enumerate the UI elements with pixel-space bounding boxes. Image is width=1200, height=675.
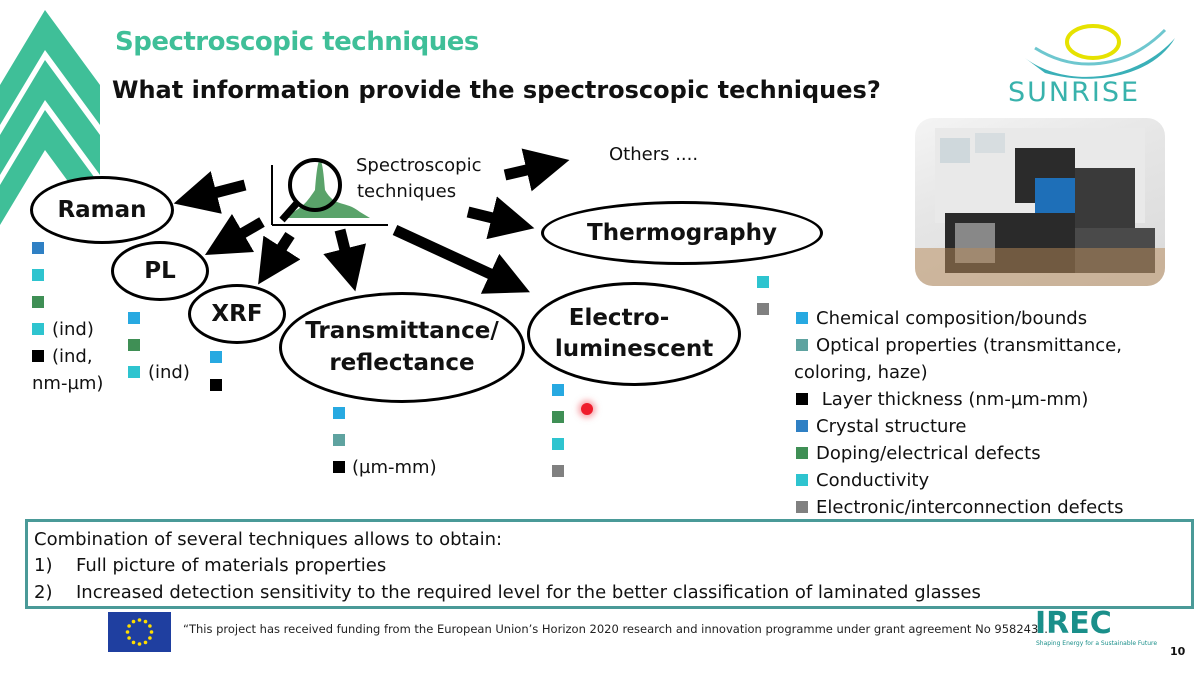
legend-item: Optical properties (transmittance, — [796, 335, 1122, 356]
sunrise-logo — [1025, 24, 1175, 79]
raman-crystal-square — [32, 242, 44, 254]
legend-item: Crystal structure — [796, 416, 967, 437]
thermo-electronic-square — [757, 303, 769, 315]
raman-thickness-square — [32, 350, 44, 362]
raman-conductivity-square — [32, 269, 44, 281]
trans-thickness-square — [333, 461, 345, 473]
transmittance-label-line2: reflectance — [329, 349, 475, 376]
funding-statement: “This project has received funding from … — [183, 622, 1048, 636]
irec-logo: IREC — [1035, 606, 1112, 641]
xrf-thickness-square — [210, 379, 222, 391]
legend-label: Crystal structure — [816, 416, 967, 437]
raman-ind-range-line1: (ind, — [52, 346, 93, 367]
legend-label: Optical properties (transmittance, — [816, 335, 1122, 356]
legend-item: Electronic/interconnection defects — [796, 497, 1123, 518]
raman-node: Raman — [30, 176, 174, 244]
raman-doping-square — [32, 296, 44, 308]
legend-item: Conductivity — [796, 470, 929, 491]
trans-chemical-square — [333, 407, 345, 419]
legend-item: Chemical composition/bounds — [796, 308, 1087, 329]
raman-conductivity-square-2 — [32, 323, 44, 335]
legend-swatch — [796, 447, 808, 459]
trans-optical-square — [333, 434, 345, 446]
xrf-label: XRF — [211, 301, 263, 327]
center-label-line1: Spectroscopic — [356, 155, 482, 176]
legend-item: Layer thickness (nm-µm-mm) — [796, 389, 1088, 410]
summary-item1: Full picture of materials properties — [76, 555, 387, 576]
legend-label: Conductivity — [816, 470, 930, 491]
pl-label: PL — [144, 258, 176, 284]
summary-item2: Increased detection sensitivity to the r… — [76, 582, 981, 603]
sunrise-logo-text: SUNRISE — [1008, 77, 1141, 108]
thermography-node: Thermography — [541, 201, 823, 265]
pl-conductivity-square — [128, 366, 140, 378]
raman-ind-range-line2: nm-µm) — [32, 373, 104, 394]
summary-item1-num: 1) — [34, 555, 53, 576]
laser-pointer — [581, 403, 593, 415]
electro-label-line1: Electro- — [568, 304, 670, 331]
summary-box: Combination of several techniques allows… — [25, 519, 1194, 609]
lab-equipment-photo — [915, 118, 1165, 286]
chevron-decoration — [0, 10, 100, 225]
summary-intro: Combination of several techniques allows… — [34, 529, 503, 550]
legend-label: Chemical composition/bounds — [816, 308, 1088, 329]
transmittance-label-line1: Transmittance/ — [305, 318, 499, 345]
el-doping-square — [552, 411, 564, 423]
legend-swatch — [796, 393, 808, 405]
center-label-line2: techniques — [357, 181, 457, 202]
xrf-chemical-square — [210, 351, 222, 363]
pl-node: PL — [111, 241, 209, 301]
summary-item2-num: 2) — [34, 582, 53, 603]
slide-subtitle: What information provide the spectroscop… — [112, 76, 881, 104]
trans-range-note: (µm-mm) — [352, 457, 437, 478]
thermo-conductivity-square — [757, 276, 769, 288]
legend-label: Doping/electrical defects — [816, 443, 1041, 464]
legend-swatch — [796, 312, 808, 324]
others-label: Others .... — [609, 144, 699, 165]
legend-swatch — [796, 339, 808, 351]
legend-label: Electronic/interconnection defects — [816, 497, 1124, 518]
pl-doping-square — [128, 339, 140, 351]
legend-label: Layer thickness (nm-µm-mm) — [816, 389, 1089, 410]
thermography-label: Thermography — [587, 220, 777, 246]
xrf-node: XRF — [188, 284, 286, 344]
el-conductivity-square — [552, 438, 564, 450]
slide-title: Spectroscopic techniques — [115, 27, 479, 57]
transmittance-node: Transmittance/ reflectance — [279, 292, 525, 403]
legend-swatch — [796, 501, 808, 513]
legend-item-continuation: coloring, haze) — [794, 362, 928, 383]
electro-label-line2: luminescent — [554, 336, 714, 362]
legend-label: coloring, haze) — [794, 362, 928, 383]
legend-swatch — [796, 420, 808, 432]
page-number: 10 — [1170, 645, 1186, 658]
pl-chemical-square — [128, 312, 140, 324]
legend-item: Doping/electrical defects — [796, 443, 1041, 464]
raman-label: Raman — [57, 197, 147, 223]
electroluminescent-node: Electro- luminescent — [527, 282, 741, 386]
eu-flag-logo — [108, 612, 171, 652]
el-chemical-square — [552, 384, 564, 396]
pl-ind-note: (ind) — [148, 362, 190, 383]
legend-swatch — [796, 474, 808, 486]
raman-ind-note: (ind) — [52, 319, 94, 340]
irec-tagline: Shaping Energy for a Sustainable Future — [1036, 640, 1158, 647]
el-electronic-square — [552, 465, 564, 477]
